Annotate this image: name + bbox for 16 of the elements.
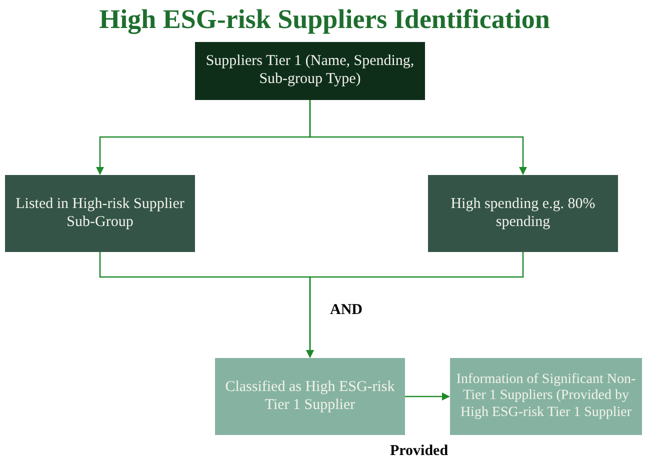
note-text: AND xyxy=(330,302,362,319)
connector-arrow xyxy=(306,252,524,358)
connector-arrow xyxy=(309,100,527,175)
process-box xyxy=(428,175,618,252)
process-box xyxy=(215,358,405,435)
box-text: Information of Significant Non-Tier 1 Suppliers (Provided by High ESG-risk Tier 1 Supplier xyxy=(456,372,636,422)
diagram-title: High ESG-risk Suppliers Identification xyxy=(98,4,551,35)
box-text: Listed in High-risk Supplier Sub-Group xyxy=(14,196,186,232)
process-box xyxy=(5,175,195,252)
box-text: Classified as High ESG-risk Tier 1 Supplier xyxy=(224,378,396,414)
box-text: Suppliers Tier 1 (Name, Spending, Sub-group Type) xyxy=(204,53,416,89)
note-text: Provided xyxy=(390,443,448,460)
process-box xyxy=(450,358,642,435)
box-text: High spending e.g. 80% spending xyxy=(450,196,596,232)
connector-arrow xyxy=(405,392,450,400)
process-box xyxy=(195,42,425,100)
